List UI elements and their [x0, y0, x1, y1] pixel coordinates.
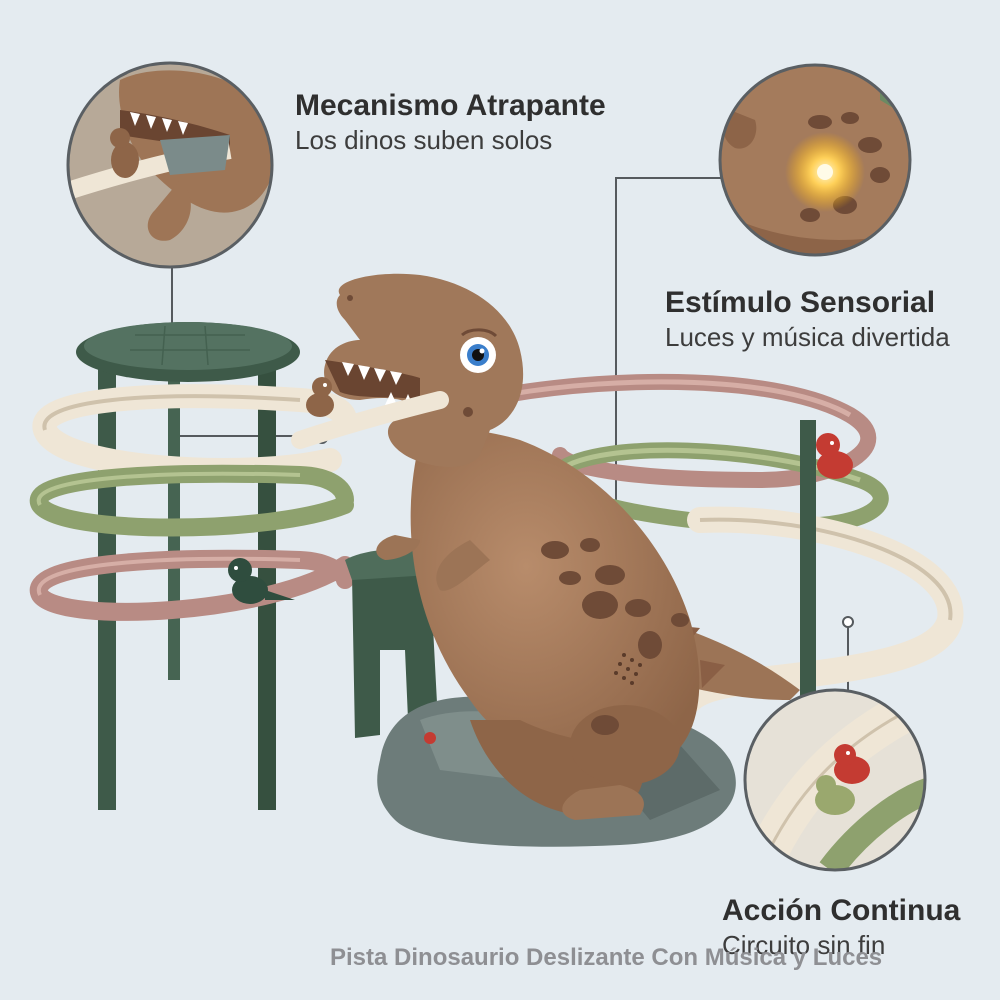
mini-dino-green	[228, 558, 295, 604]
callout-dot	[842, 616, 854, 628]
feature-title: Mecanismo Atrapante	[295, 89, 606, 122]
feature-subtitle: Luces y música divertida	[665, 322, 950, 352]
mouth-ramp	[291, 391, 449, 449]
feature-continuous: Acción Continua Circuito sin fin	[722, 893, 960, 961]
product-name-caption: Pista Dinosaurio Deslizante Con Música y…	[330, 944, 883, 971]
callout-circle-sensory	[718, 63, 912, 257]
callout-circle-mechanism	[66, 61, 274, 269]
feature-subtitle: Circuito sin fin	[722, 930, 886, 960]
dinosaur-figure	[324, 273, 800, 820]
right-support-pole	[800, 420, 816, 700]
feature-title: Acción Continua	[722, 894, 961, 927]
feature-mechanism: Mecanismo Atrapante Los dinos suben solo…	[295, 88, 606, 156]
mini-dino-brown	[306, 377, 334, 417]
callout-circle-continuous	[743, 688, 927, 872]
feature-title: Estímulo Sensorial	[665, 286, 936, 319]
mini-dino-red	[816, 433, 853, 479]
left-spiral-tracks	[29, 384, 357, 621]
feature-sensory: Estímulo Sensorial Luces y música divert…	[665, 285, 950, 353]
feature-subtitle: Los dinos suben solos	[295, 125, 553, 155]
